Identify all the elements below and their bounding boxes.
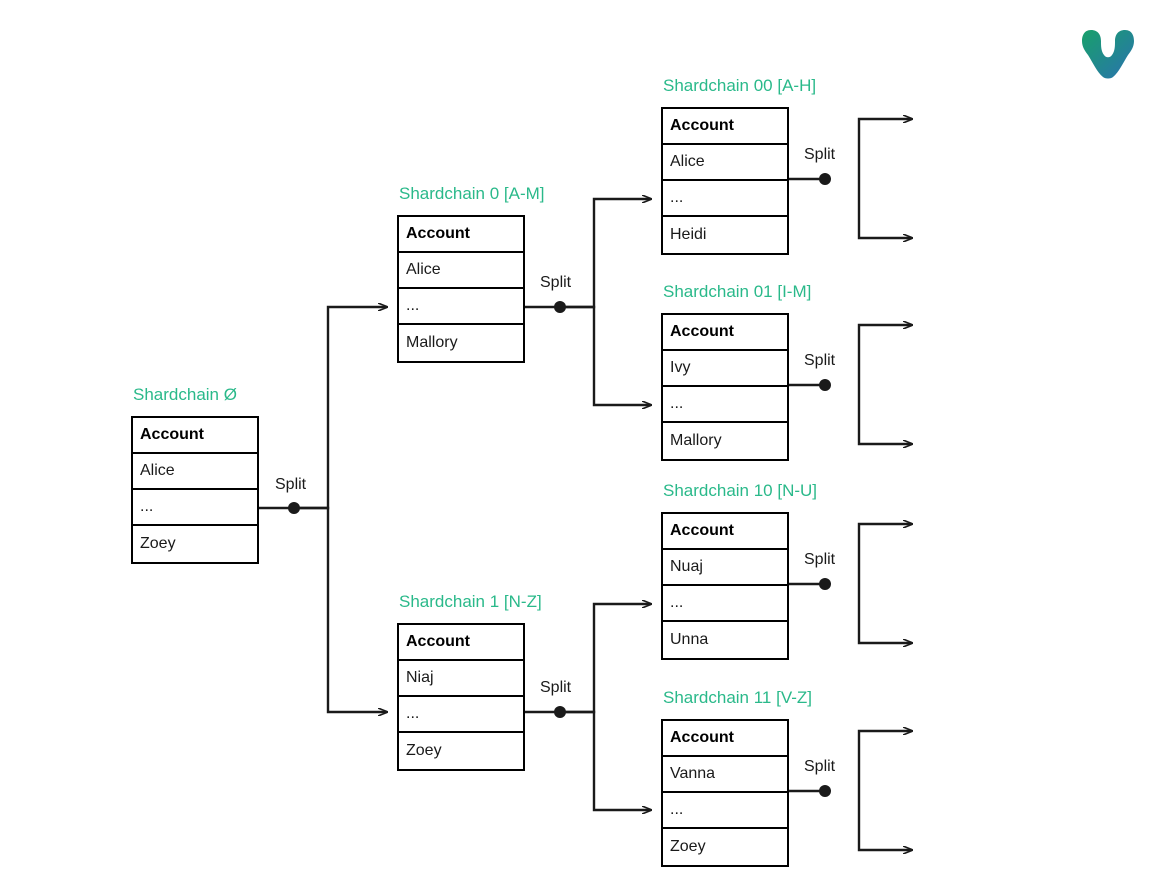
- account-row: Alice: [399, 253, 523, 289]
- s00-out-top-path: [857, 119, 912, 179]
- s11-out-bottom: [857, 791, 912, 850]
- shard-title-s00: Shardchain 00 [A-H]: [663, 76, 817, 95]
- split-dot-s1: [554, 706, 566, 718]
- connectors-group: [294, 199, 651, 810]
- account-row: Zoey: [399, 733, 523, 769]
- account-table-header: Account: [399, 625, 523, 661]
- s1-to-s10: [560, 604, 651, 714]
- split-label-s1: Split: [540, 679, 572, 696]
- split-dot-s00: [819, 173, 831, 185]
- s00-out-bottom: [857, 179, 912, 238]
- shard-title-s10: Shardchain 10 [N-U]: [663, 481, 818, 500]
- v-logo-icon: [1082, 30, 1134, 79]
- split-dot-s0: [554, 301, 566, 313]
- shard-title-s0: Shardchain 0 [A-M]: [399, 184, 545, 203]
- s01-out-bottom: [857, 385, 912, 444]
- account-table-header: Account: [663, 315, 787, 351]
- s1-to-s11: [560, 710, 651, 810]
- shard-title-root: Shardchain Ø: [133, 385, 237, 404]
- account-row: Zoey: [133, 526, 257, 562]
- s10-out-bottom-path: [857, 584, 912, 643]
- account-row: Alice: [663, 145, 787, 181]
- account-table-header: Account: [663, 109, 787, 145]
- account-row: Niaj: [399, 661, 523, 697]
- split-label-s0: Split: [540, 274, 572, 291]
- s0-to-s01-path: [560, 305, 651, 405]
- root-to-s1-path: [294, 506, 387, 712]
- shard-title-s11: Shardchain 11 [V-Z]: [663, 688, 812, 707]
- account-table-header: Account: [663, 721, 787, 757]
- split-dot-s10: [819, 578, 831, 590]
- s1-to-s11-path: [560, 710, 651, 810]
- s10-out-top-path: [857, 524, 912, 584]
- account-row: Alice: [133, 454, 257, 490]
- s10-out-top: [857, 524, 912, 584]
- root-to-s0-path: [294, 307, 387, 510]
- account-table-header: Account: [663, 514, 787, 550]
- root-to-s0: [294, 307, 387, 510]
- account-table-header: Account: [399, 217, 523, 253]
- split-label-s00: Split: [804, 146, 836, 163]
- s0-to-s00-path: [560, 199, 651, 309]
- account-row: ...: [663, 387, 787, 423]
- s01-out-top: [857, 325, 912, 385]
- account-row: ...: [399, 697, 523, 733]
- split-dot-s01: [819, 379, 831, 391]
- split-label-s11: Split: [804, 758, 836, 775]
- account-row: Ivy: [663, 351, 787, 387]
- shard-title-s01: Shardchain 01 [I-M]: [663, 282, 812, 301]
- s11-out-top-path: [857, 731, 912, 791]
- s11-out-top: [857, 731, 912, 791]
- account-row: Mallory: [399, 325, 523, 361]
- split-dots-group: [259, 173, 831, 797]
- account-row: ...: [399, 289, 523, 325]
- root-to-s1: [294, 506, 387, 712]
- account-row: ...: [133, 490, 257, 526]
- s00-out-top: [857, 119, 912, 179]
- account-row: ...: [663, 586, 787, 622]
- split-dot-root: [288, 502, 300, 514]
- split-label-s01: Split: [804, 352, 836, 369]
- account-row: Mallory: [663, 423, 787, 459]
- s0-to-s01: [560, 305, 651, 405]
- account-table-header: Account: [133, 418, 257, 454]
- split-label-root: Split: [275, 476, 307, 493]
- account-row: Vanna: [663, 757, 787, 793]
- s11-out-bottom-path: [857, 791, 912, 850]
- s00-out-bottom-path: [857, 179, 912, 238]
- account-row: ...: [663, 793, 787, 829]
- s1-to-s10-path: [560, 604, 651, 714]
- split-dot-s11: [819, 785, 831, 797]
- s01-out-bottom-path: [857, 385, 912, 444]
- account-row: Unna: [663, 622, 787, 658]
- account-row: Nuaj: [663, 550, 787, 586]
- s10-out-bottom: [857, 584, 912, 643]
- s0-to-s00: [560, 199, 651, 309]
- shard-title-s1: Shardchain 1 [N-Z]: [399, 592, 542, 611]
- leaf-arrows-group: [857, 119, 912, 850]
- account-row: ...: [663, 181, 787, 217]
- split-label-s10: Split: [804, 551, 836, 568]
- account-row: Zoey: [663, 829, 787, 865]
- s01-out-top-path: [857, 325, 912, 385]
- account-row: Heidi: [663, 217, 787, 253]
